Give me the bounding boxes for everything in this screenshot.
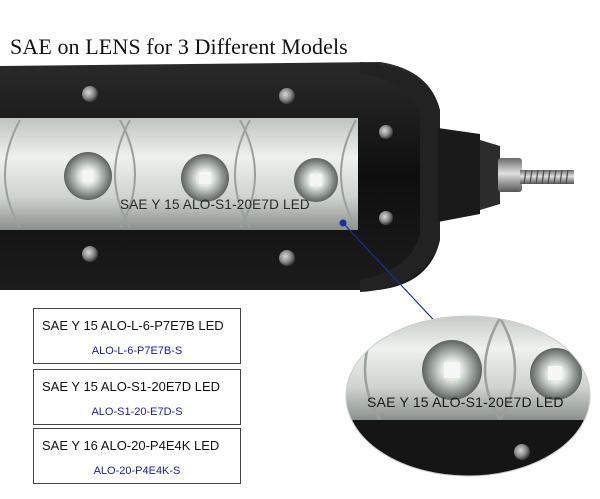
lens-marking-text: SAE Y 15 ALO-S1-20E7D LED: [120, 197, 310, 212]
page-title: SAE on LENS for 3 Different Models: [10, 34, 348, 59]
model-part-number: ALO-20-P4E4K-S: [93, 465, 181, 477]
model-box-1: SAE Y 15 ALO-L-6-P7E7B LED ALO-L-6-P7E7B…: [33, 308, 241, 364]
model-box-2: SAE Y 15 ALO-S1-20E7D LED ALO-S1-20-E7D-…: [33, 369, 241, 425]
model-code: SAE Y 15 ALO-S1-20E7D LED: [42, 379, 221, 394]
model-part-number: ALO-L-6-P7E7B-S: [91, 345, 183, 357]
zoom-marking-text: SAE Y 15 ALO-S1-20E7D LED: [367, 394, 564, 410]
led-lens-strip: [0, 118, 358, 230]
mounting-bolt: [498, 158, 574, 192]
model-code: SAE Y 16 ALO-20-P4E4K LED: [42, 438, 220, 453]
model-box-3: SAE Y 16 ALO-20-P4E4K LED ALO-20-P4E4K-S: [33, 428, 241, 484]
zoom-pointer: [339, 219, 444, 331]
housing-screws: [82, 86, 393, 266]
model-part-number: ALO-S1-20-E7D-S: [91, 406, 183, 418]
model-code: SAE Y 15 ALO-L-6-P7E7B LED: [42, 318, 224, 333]
